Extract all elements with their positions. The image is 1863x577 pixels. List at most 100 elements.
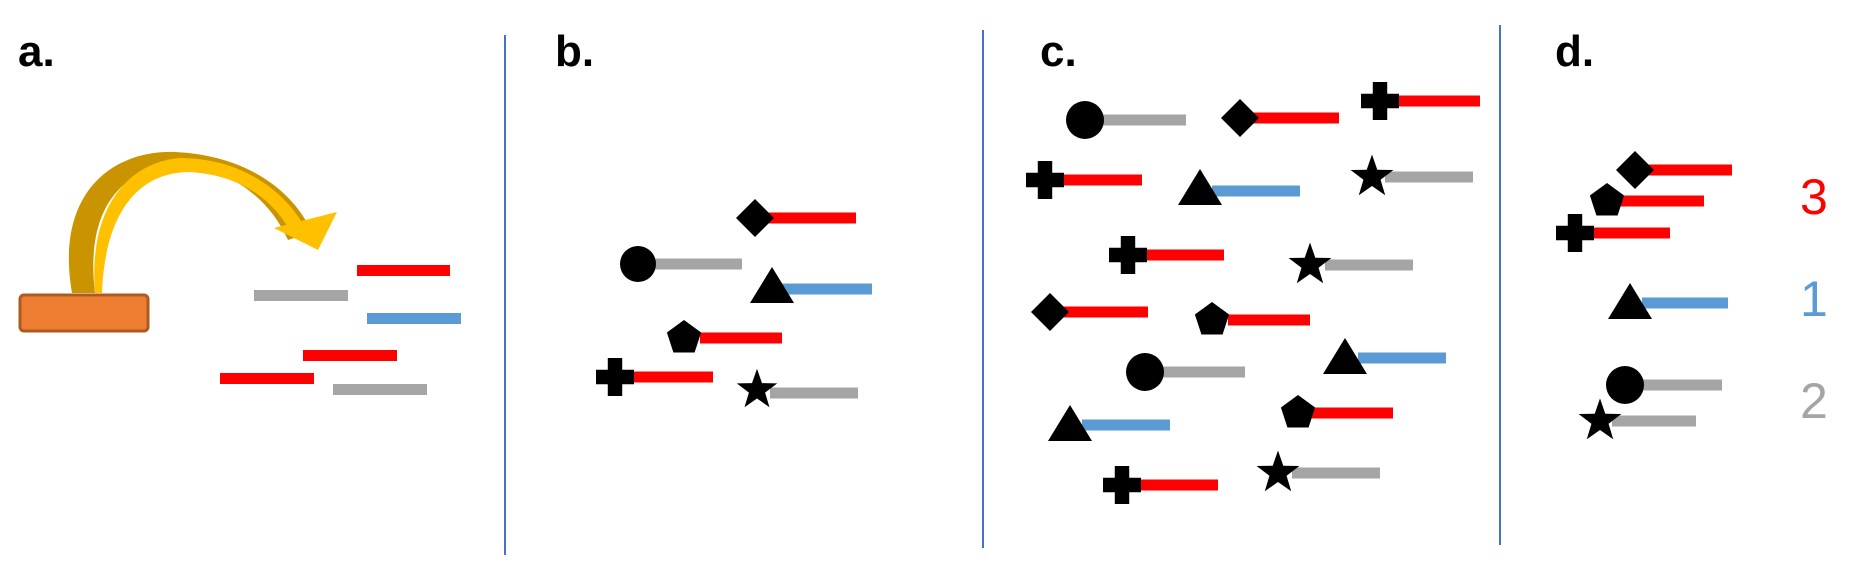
star-icon (1350, 154, 1394, 196)
tagged-fragment (1103, 466, 1218, 504)
fragment-gray (1638, 379, 1722, 391)
tagged-fragment (750, 267, 872, 303)
cross-icon (1556, 214, 1594, 252)
fragment-gray (254, 290, 348, 301)
fragment-red (768, 212, 856, 224)
panel-c-label: c. (1040, 27, 1077, 76)
fragment-blue (782, 283, 872, 295)
tagged-fragment (620, 246, 742, 282)
fragment-gray (333, 384, 427, 395)
fragment-red (220, 373, 314, 384)
fragment-gray (1385, 171, 1473, 183)
tagged-fragment (1109, 236, 1224, 274)
fragment-blue (1082, 419, 1170, 431)
tagged-fragment (1178, 169, 1300, 205)
fragment-red (1395, 95, 1480, 107)
fragment-red (303, 350, 397, 361)
tagged-fragment (666, 320, 782, 353)
panel-a-fragments (220, 265, 461, 395)
pentagon-icon (1280, 395, 1316, 428)
triangle-icon (1608, 283, 1652, 319)
tagged-fragment (1031, 293, 1148, 331)
triangle-icon (1323, 338, 1367, 374)
tagged-fragment (1578, 398, 1696, 440)
tagged-fragment (1280, 395, 1393, 428)
tagged-fragment (736, 199, 856, 237)
fragment-red (1138, 479, 1218, 491)
fragment-red (1252, 112, 1339, 124)
triangle-icon (1048, 405, 1092, 441)
fragment-blue (367, 313, 461, 324)
panel-a-label: a. (18, 27, 55, 76)
diamond-icon (1616, 151, 1654, 189)
fragment-blue (1642, 297, 1728, 309)
fragment-gray (1098, 114, 1186, 126)
tagged-fragment (1126, 353, 1245, 391)
fragment-gray (650, 258, 742, 270)
fragment-red (357, 265, 450, 276)
star-icon (736, 368, 778, 408)
fragment-red (1648, 164, 1732, 176)
cross-icon (596, 358, 634, 396)
cross-icon (1109, 236, 1147, 274)
fragment-gray (770, 387, 858, 399)
fragment-red (630, 371, 713, 383)
fragment-blue (1358, 352, 1446, 364)
tagged-fragment (1606, 366, 1722, 404)
curved-arrow-icon (68, 151, 337, 293)
tagged-fragment (1616, 151, 1732, 189)
tagged-fragment (1350, 154, 1473, 196)
circle-icon (620, 246, 656, 282)
fragment-red (1228, 314, 1310, 326)
diamond-icon (1031, 293, 1069, 331)
tagged-fragment (1556, 214, 1670, 252)
tagged-fragment (1323, 338, 1446, 374)
pentagon-icon (1194, 302, 1230, 335)
cross-icon (1026, 161, 1064, 199)
circle-icon (1066, 101, 1104, 139)
fragment-red (1590, 227, 1670, 239)
cross-icon (1361, 82, 1399, 120)
fragment-gray (1158, 366, 1245, 378)
diamond-icon (736, 199, 774, 237)
fragment-red (1310, 407, 1393, 419)
fragment-red (1062, 306, 1148, 318)
tagged-fragment (1026, 161, 1142, 199)
pentagon-icon (666, 320, 702, 353)
tagged-fragment (596, 358, 713, 396)
star-icon (1578, 398, 1622, 440)
triangle-icon (750, 267, 794, 303)
pentagon-icon (1589, 183, 1625, 216)
count-red: 3 (1800, 169, 1828, 225)
fragment-red (700, 332, 782, 344)
tagged-fragment (1066, 101, 1186, 139)
tagged-fragment (1589, 183, 1704, 216)
fragment-blue (1212, 185, 1300, 197)
count-gray: 2 (1800, 373, 1828, 429)
tagged-fragment (1256, 450, 1380, 492)
circle-icon (1126, 353, 1164, 391)
tagged-fragment (1288, 242, 1413, 284)
diamond-icon (1221, 99, 1259, 137)
star-icon (1256, 450, 1300, 492)
cross-icon (1103, 466, 1141, 504)
triangle-icon (1178, 169, 1222, 205)
tagged-fragment (1048, 405, 1170, 441)
fragment-gray (1292, 467, 1380, 479)
tagged-fragment (1194, 302, 1310, 335)
source-box (18, 293, 150, 333)
tagged-fragment (736, 368, 858, 408)
fragment-gray (1612, 415, 1696, 427)
tagged-fragment (1361, 82, 1480, 120)
panel-b-label: b. (555, 27, 595, 76)
fragment-gray (1325, 259, 1413, 271)
fragment-red (1620, 195, 1704, 207)
fragment-red (1142, 249, 1224, 261)
tagged-fragment (1608, 283, 1728, 319)
panel-d-label: d. (1555, 27, 1595, 76)
fragment-red (1060, 174, 1142, 186)
tagged-fragment (1221, 99, 1339, 137)
circle-icon (1606, 366, 1644, 404)
count-blue: 1 (1800, 271, 1828, 327)
